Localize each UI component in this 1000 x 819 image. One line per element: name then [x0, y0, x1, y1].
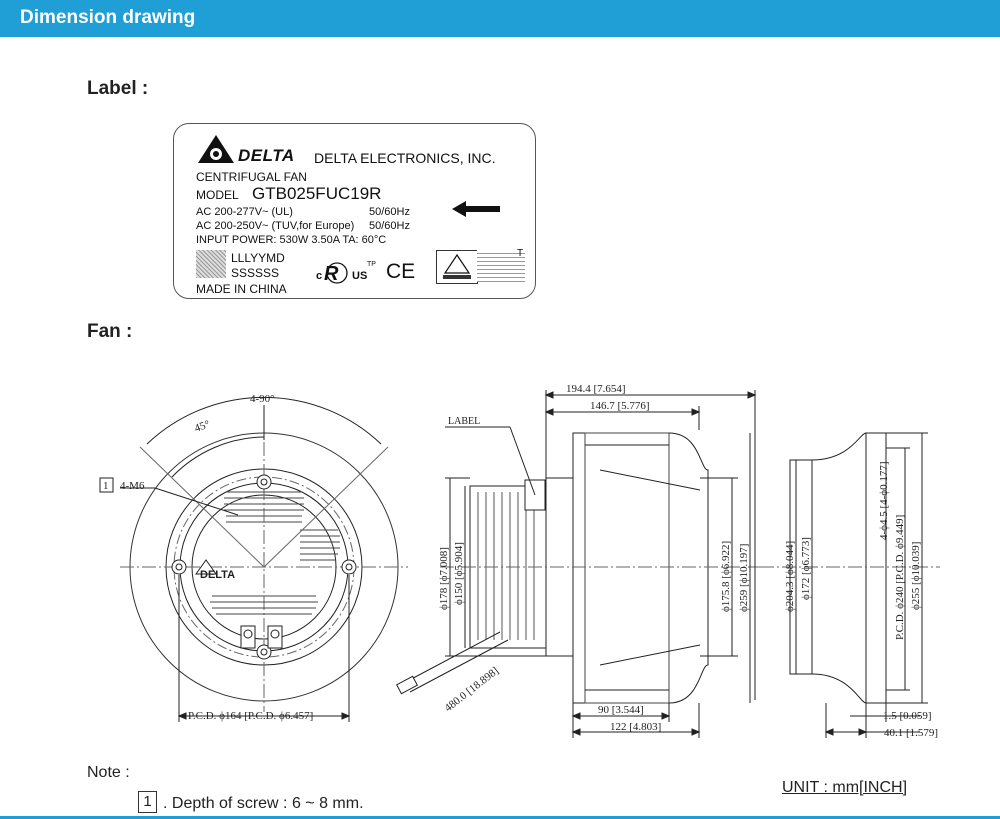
ring-view [760, 432, 940, 738]
dim-178: ϕ178 [ϕ7.008] [438, 547, 450, 610]
airflow-arrow-icon [452, 201, 500, 217]
ce-mark: CE [386, 260, 416, 283]
screw-ref-num: 1 [103, 480, 109, 492]
dim-1-5: 1.5 [0.059] [883, 710, 932, 722]
dim-122: 122 [4.803] [610, 721, 661, 733]
model-number: GTB025FUC19R [252, 184, 382, 203]
side-view [396, 390, 760, 738]
dim-90: 90 [3.544] [598, 704, 644, 716]
ac-ul-rating: AC 200-277V~ (UL) [196, 206, 293, 218]
front-view [120, 396, 408, 722]
dim-240: P.C.D. ϕ240 [P.C.D. ϕ9.449] [894, 515, 906, 640]
model-prefix: MODEL [196, 188, 239, 202]
input-power: INPUT POWER: 530W 3.50A TA: 60°C [196, 234, 387, 246]
t-mark: T [517, 248, 524, 259]
dim-204: ϕ204.3 [ϕ8.044] [784, 541, 796, 612]
serial-code: SSSSSS [231, 266, 280, 280]
brand-name: DELTA [238, 146, 295, 165]
angle-90-label: 4-90° [250, 393, 275, 405]
dim-259: ϕ259 [ϕ10.197] [738, 544, 750, 612]
angle-45-label: 45° [193, 418, 212, 435]
front-logo-text: DELTA [200, 569, 235, 581]
dim-150: ϕ150 [ϕ5.904] [453, 542, 465, 605]
ul-c-mark: c [316, 270, 323, 282]
company-name: DELTA ELECTRONICS, INC. [314, 150, 496, 166]
screw-ref-box [99, 477, 114, 493]
tp-mark: TP [367, 261, 376, 268]
bottom-rule [0, 816, 1000, 819]
ul-us-mark: US [352, 270, 368, 282]
dim-480: 480.0 [18.898] [442, 665, 501, 715]
dim-255: ϕ255 [ϕ10.039] [910, 542, 922, 610]
label-tag: LABEL [448, 416, 480, 427]
date-code: LLLYYMD [231, 251, 285, 265]
ul-mark-icon: R [324, 262, 348, 284]
pcd-164-label: P.C.D. ϕ164 [P.C.D. ϕ6.457] [188, 710, 313, 722]
delta-logo-icon [198, 135, 234, 163]
datamatrix-code [196, 250, 226, 278]
fan-section-title: Fan : [87, 321, 133, 342]
page-title: Dimension drawing [20, 7, 196, 28]
dim-40: 40.1 [1.579] [884, 727, 938, 739]
dim-holes: 4-ϕ4.5 [4-ϕ0.177] [878, 462, 890, 540]
dim-172: ϕ172 [ϕ6.773] [800, 537, 812, 600]
dim-175: ϕ175.8 [ϕ6.922] [720, 541, 732, 612]
tuv-text-block [477, 250, 525, 282]
freq-ul: 50/60Hz [369, 206, 410, 218]
note-text: . Depth of screw : 6 ~ 8 mm. [163, 795, 364, 812]
ac-tuv-rating: AC 200-250V~ (TUV,for Europe) [196, 220, 355, 232]
note-number-box: 1 [138, 791, 157, 813]
screw-label: 4-M6 [120, 480, 145, 492]
header-bar [0, 0, 1000, 37]
made-in: MADE IN CHINA [196, 282, 287, 296]
product-type: CENTRIFUGAL FAN [196, 170, 307, 184]
freq-tuv: 50/60Hz [369, 220, 410, 232]
product-label-card: DELTA DELTA ELECTRONICS, INC. CENTRIFUGA… [173, 123, 536, 299]
dim-146: 146.7 [5.776] [590, 400, 650, 412]
dim-194: 194.4 [7.654] [566, 383, 626, 395]
unit-label: UNIT : mm[INCH] [782, 779, 908, 796]
label-section-title: Label : [87, 78, 149, 99]
note-title: Note : [87, 764, 130, 781]
